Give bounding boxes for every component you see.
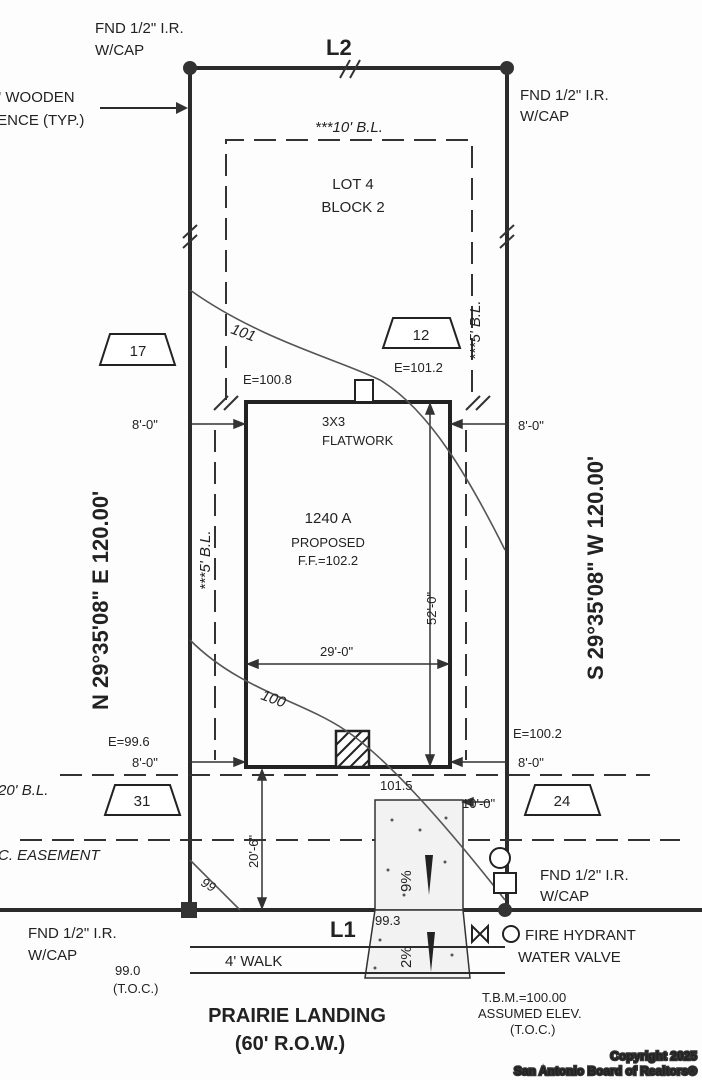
walk-label: 4' WALK [225, 953, 282, 970]
corner-ne-line1: FND 1/2" I.R. [520, 87, 609, 104]
slope-arrows [425, 855, 435, 972]
contour-99-label: 99 [199, 875, 219, 895]
corner-se-line1: FND 1/2" I.R. [540, 867, 629, 884]
contour-lines [189, 289, 506, 911]
flatwork-line1: 3X3 [322, 414, 345, 429]
tbm-line3: (T.O.C.) [510, 1022, 556, 1037]
toc-left-elev: 99.0 [115, 963, 140, 978]
corner-nw-line1: FND 1/2" I.R. [95, 20, 184, 37]
apron-elev: 99.3 [375, 913, 400, 928]
front-setback: 20'-6" [246, 834, 261, 868]
finished-floor: F.F.=102.2 [298, 553, 358, 568]
offset-right-bottom: 8'-0" [518, 755, 544, 770]
tbm-line1: T.B.M.=100.00 [482, 990, 566, 1005]
elev-sw: E=99.6 [108, 734, 150, 749]
apron-slope: 2% [398, 946, 415, 968]
lot-tag-31: 31 [134, 793, 151, 810]
house-width: 29'-0" [320, 644, 354, 659]
corner-nw-line2: W/CAP [95, 42, 144, 59]
porch-hatch [334, 729, 371, 769]
corner-se-line2: W/CAP [540, 888, 589, 905]
right-bearing: S 29°35'08" W 120.00' [583, 456, 608, 680]
offset-left-top: 8'-0" [132, 417, 158, 432]
offset-left-bottom: 8'-0" [132, 755, 158, 770]
water-valve-label: WATER VALVE [518, 949, 621, 966]
lot-label: LOT 4 [332, 176, 373, 193]
rear-building-line: ***10' B.L. [315, 119, 383, 136]
drive-elev: 101.5 [380, 778, 413, 793]
street-name: PRAIRIE LANDING [208, 1005, 386, 1027]
line-top-label: L2 [326, 35, 352, 60]
copyright-line1: Copyright 2025 [610, 1049, 697, 1063]
corner-sw-line1: FND 1/2" I.R. [28, 925, 117, 942]
tbm-line2: ASSUMED ELEV. [478, 1006, 582, 1021]
building-setback-lines [20, 139, 680, 841]
sidewalk [190, 946, 505, 974]
street-row: (60' R.O.W.) [235, 1033, 345, 1055]
utility-symbols [471, 847, 520, 945]
elev-se: E=100.2 [513, 726, 562, 741]
line-bottom-label: L1 [330, 917, 356, 942]
driveway [364, 799, 471, 979]
dimension-lines [190, 401, 507, 911]
lot-boundary [0, 66, 702, 912]
left-bearing: N 29°35'08" E 120.00' [88, 491, 113, 710]
block-label: BLOCK 2 [321, 199, 384, 216]
house-proposed: PROPOSED [291, 535, 365, 550]
easement-label: C. EASEMENT [0, 847, 102, 864]
lot-tag-17: 17 [130, 343, 147, 360]
flatwork-pad [354, 379, 374, 403]
fence-line1: 6' WOODEN [0, 89, 75, 106]
house-depth: 52'-0" [424, 591, 439, 625]
corner-ne-line2: W/CAP [520, 108, 569, 125]
toc-left-label: (T.O.C.) [113, 981, 159, 996]
front-building-line: 20' B.L. [0, 782, 48, 799]
copyright-line2: San Antonio Board of Realtors® [514, 1064, 697, 1078]
fence-line2: FENCE (TYP.) [0, 112, 84, 129]
lot-tag-24: 24 [554, 793, 571, 810]
corner-sw-line2: W/CAP [28, 947, 77, 964]
drive-offset: 10'-0" [462, 796, 496, 811]
offset-right-top: 8'-0" [518, 418, 544, 433]
iron-rod-sw-icon [181, 902, 197, 918]
fence-leader [100, 102, 188, 114]
house-plan: 1240 A [305, 510, 352, 527]
side-bl-left: ***5' B.L. [197, 530, 214, 590]
iron-rod-se-icon [498, 903, 512, 917]
fire-hydrant-label: FIRE HYDRANT [525, 927, 636, 944]
iron-rod-ne-icon [500, 61, 514, 75]
lot-tag-12: 12 [413, 327, 430, 344]
lot-tags [98, 317, 602, 816]
porch-hatch-lines [335, 730, 370, 768]
flatwork-line2: FLATWORK [322, 433, 394, 448]
iron-rod-nw-icon [183, 61, 197, 75]
elev-ne: E=101.2 [394, 360, 443, 375]
drive-slope: 9% [398, 870, 415, 892]
elev-nw: E=100.8 [243, 372, 292, 387]
side-bl-right: ***5' B.L. [467, 300, 484, 360]
